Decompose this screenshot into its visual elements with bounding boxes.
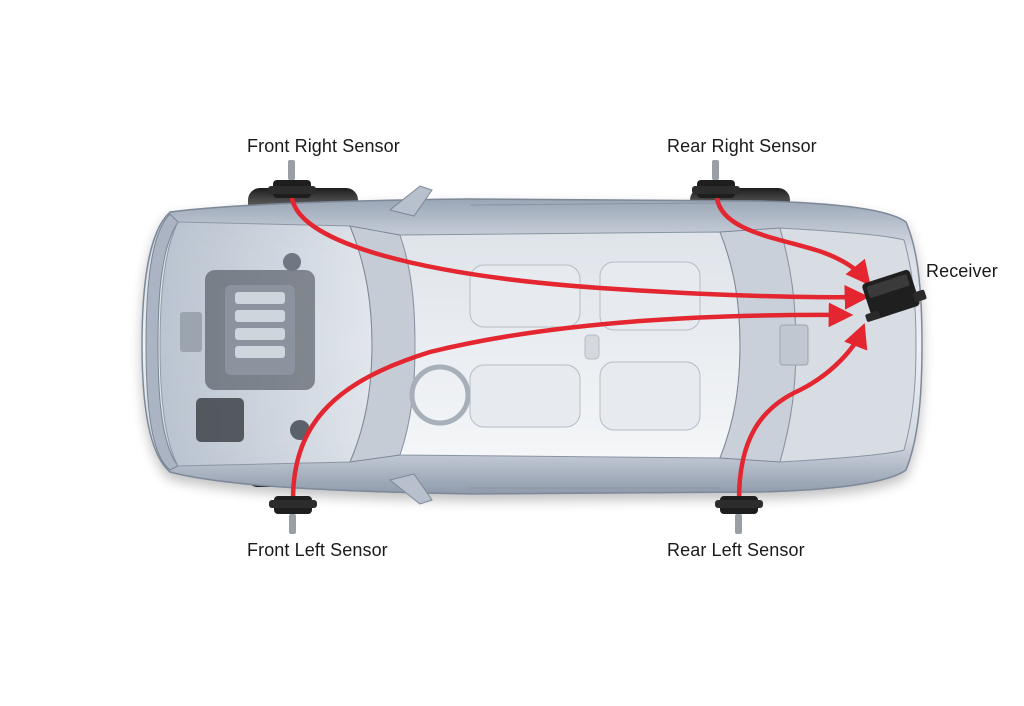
seats: [409, 261, 701, 431]
arrow-front-left: [290, 302, 854, 503]
front-left-sensor-label: Front Left Sensor: [247, 540, 388, 560]
rear-left-sensor-label: Rear Left Sensor: [667, 540, 805, 560]
arrow-rear-right: [714, 195, 871, 286]
engine-detail: [180, 253, 315, 442]
sensor-front-right: [268, 160, 316, 198]
sensor-rear-right: [692, 160, 740, 198]
receiver-label: Receiver: [926, 261, 998, 281]
arrow-front-right: [289, 195, 870, 310]
front-right-sensor-label: Front Right Sensor: [247, 136, 400, 156]
receiver-module: [862, 269, 927, 322]
sensor-rear-left: [715, 496, 763, 534]
car-illustration: [141, 185, 923, 505]
sensor-front-left: [269, 496, 317, 534]
rear-right-sensor-label: Rear Right Sensor: [667, 136, 817, 156]
signal-arrows: [289, 195, 871, 503]
left-mirror: [388, 473, 433, 505]
right-mirror: [388, 185, 433, 217]
arrow-rear-left: [736, 323, 868, 503]
